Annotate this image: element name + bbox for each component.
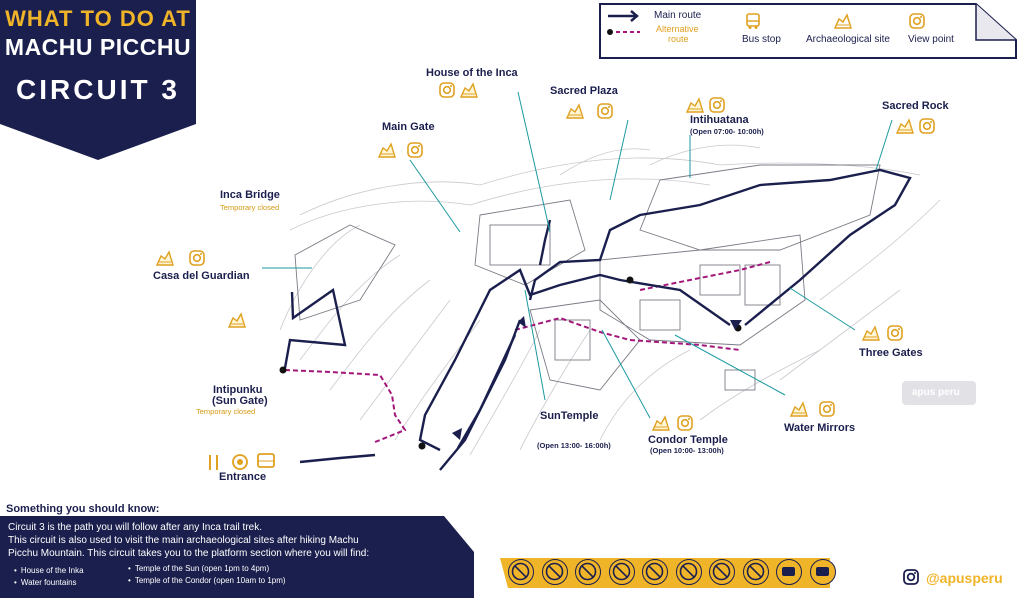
info-line-1: Circuit 3 is the path you will follow af… [8,522,262,533]
restaurant-icon [209,455,218,470]
label-water-mirrors: Water Mirrors [784,422,856,434]
social-handle[interactable]: @apusperu [926,570,1003,586]
legend: Main route Alternative route Bus stop Ar… [598,2,1018,60]
label-three-gates: Three Gates [859,347,923,359]
label-main-gate: Main Gate [382,121,435,133]
no-fire-icon [675,559,702,585]
info-line-3: Picchu Mountain. This circuit takes you … [8,548,370,559]
label-intipunku: Intipunku [213,384,263,396]
instagram-icon[interactable] [902,568,920,586]
label-sun-gate: (Sun Gate) [212,395,268,407]
banner-line-2: MACHU PICCHU [4,34,192,60]
info-line-2: This circuit is also used to visit the m… [8,535,359,546]
archaeological-site-icon [834,13,852,29]
watermark-logo: apus peru [912,387,960,398]
no-food-icon [508,559,534,585]
info-bullet: Water fountains [14,578,77,587]
bus-icon [257,453,275,468]
no-bus-icon [809,559,836,585]
legend-view-point: View point [908,34,954,45]
sun-temple-hours: (Open 13:00- 16:00h) [537,441,611,450]
no-smoking-icon [742,559,769,585]
condor-temple-hours: (Open 10:00- 13:00h) [650,446,724,455]
title-banner: WHAT TO DO AT MACHU PICCHU CIRCUIT 3 [0,0,196,160]
info-bullet: Temple of the Condor (open 10am to 1pm) [128,576,286,585]
legend-bus-stop: Bus stop [742,34,781,45]
info-text: Circuit 3 is the path you will follow af… [8,521,448,560]
info-title: Something you should know: [6,503,160,515]
label-house-of-inca: House of the Inca [426,67,518,79]
alternative-route [284,261,771,443]
legend-alt-route-2: route [668,34,689,44]
label-condor-temple: Condor Temple [648,434,728,446]
legend-main-route: Main route [654,10,702,21]
no-animals-icon [776,559,802,585]
no-walking-stick-icon [541,559,568,585]
terrain-lines [279,144,941,456]
label-sacred-rock: Sacred Rock [882,100,949,112]
label-entrance: Entrance [219,471,267,483]
label-leaders [262,91,893,419]
banner-circuit-title: CIRCUIT 3 [16,74,180,105]
legend-alt-route-1: Alternative [656,24,699,34]
inca-bridge-status: Temporary closed [220,203,280,212]
intipunku-status: Temporary closed [196,407,256,416]
info-bullet: Temple of the Sun (open 1pm to 4pm) [128,564,269,573]
no-drone-icon [575,559,601,585]
info-box [0,516,475,598]
no-tripod-icon [608,559,635,585]
view-point-icon [909,13,925,29]
label-casa-del-guardian: Casa del Guardian [153,270,250,282]
intihuatana-hours: (Open 07:00- 10:00h) [690,127,764,136]
label-inca-bridge: Inca Bridge [220,189,280,201]
legend-archaeological-site: Archaeological site [806,34,890,45]
no-loud-sound-icon [709,559,735,585]
info-bullet: House of the Inka [14,566,84,575]
plate-icon [232,454,248,470]
ruins-outline [294,164,881,391]
no-umbrella-icon [642,559,668,585]
label-intihuatana: Intihuatana [690,114,749,126]
banner-line-1: WHAT TO DO AT [5,6,191,31]
label-sun-temple: SunTemple [540,410,599,422]
bus-stop-icon [746,13,760,29]
label-sacred-plaza: Sacred Plaza [550,85,618,97]
site-map [262,91,941,471]
